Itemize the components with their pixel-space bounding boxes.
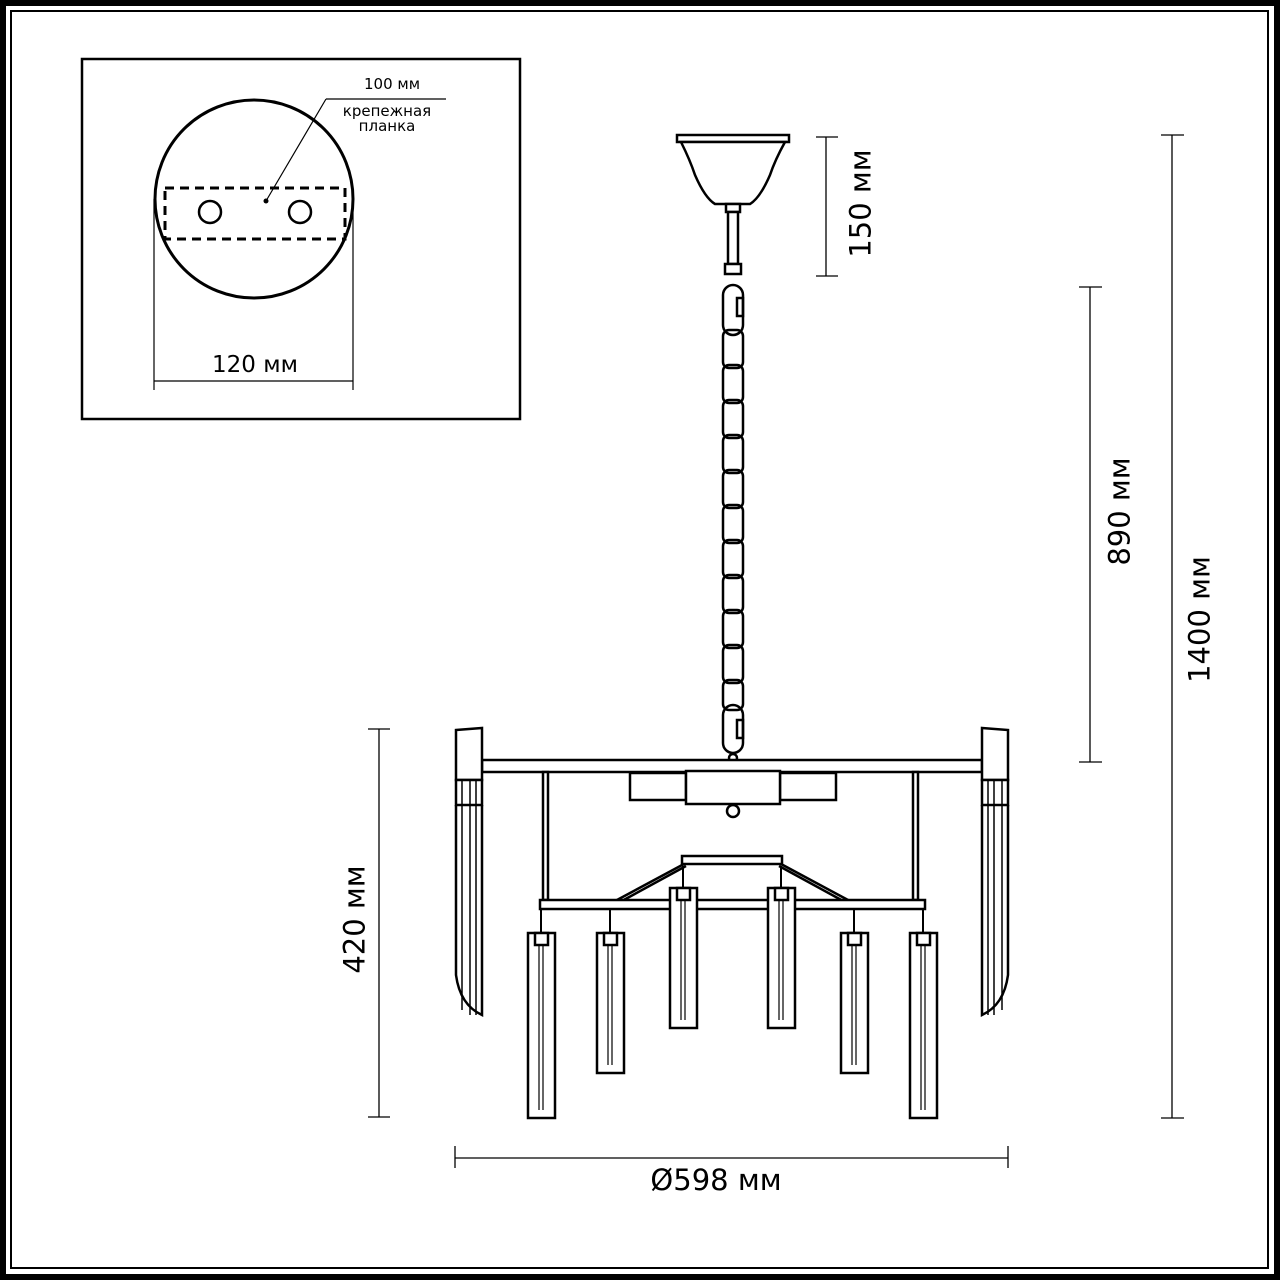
ceiling-canopy — [675, 133, 791, 276]
inner-frame-border — [10, 10, 1269, 1269]
side-crystal-right — [980, 726, 1010, 1017]
screw-hole-icon — [287, 199, 313, 225]
lower-frame — [538, 854, 927, 911]
suspension-chain — [721, 283, 745, 772]
bracket-caption-line2: планка — [358, 117, 416, 135]
canopy-height-label: 150 мм — [843, 149, 878, 258]
pendant-crystals — [526, 866, 939, 1120]
plate-diameter-label: 120 мм — [212, 352, 298, 378]
mounting-bracket-icon — [163, 186, 347, 241]
chain-length-label: 890 мм — [1102, 457, 1137, 566]
bracket-length-label: 100 мм — [363, 75, 421, 93]
diameter-label: Ø598 мм — [650, 1163, 782, 1197]
total-height-label: 1400 мм — [1182, 556, 1217, 683]
dimension-lines — [368, 134, 1184, 1168]
bracket-caption: крепежная планка — [331, 104, 443, 134]
screw-hole-icon — [197, 199, 223, 225]
side-crystal-left — [454, 726, 484, 1017]
inset-mounting-plate — [80, 57, 522, 421]
body-height-label: 420 мм — [337, 865, 372, 974]
bracket-caption-line1: крепежная — [342, 102, 432, 120]
upper-frame — [480, 758, 984, 902]
